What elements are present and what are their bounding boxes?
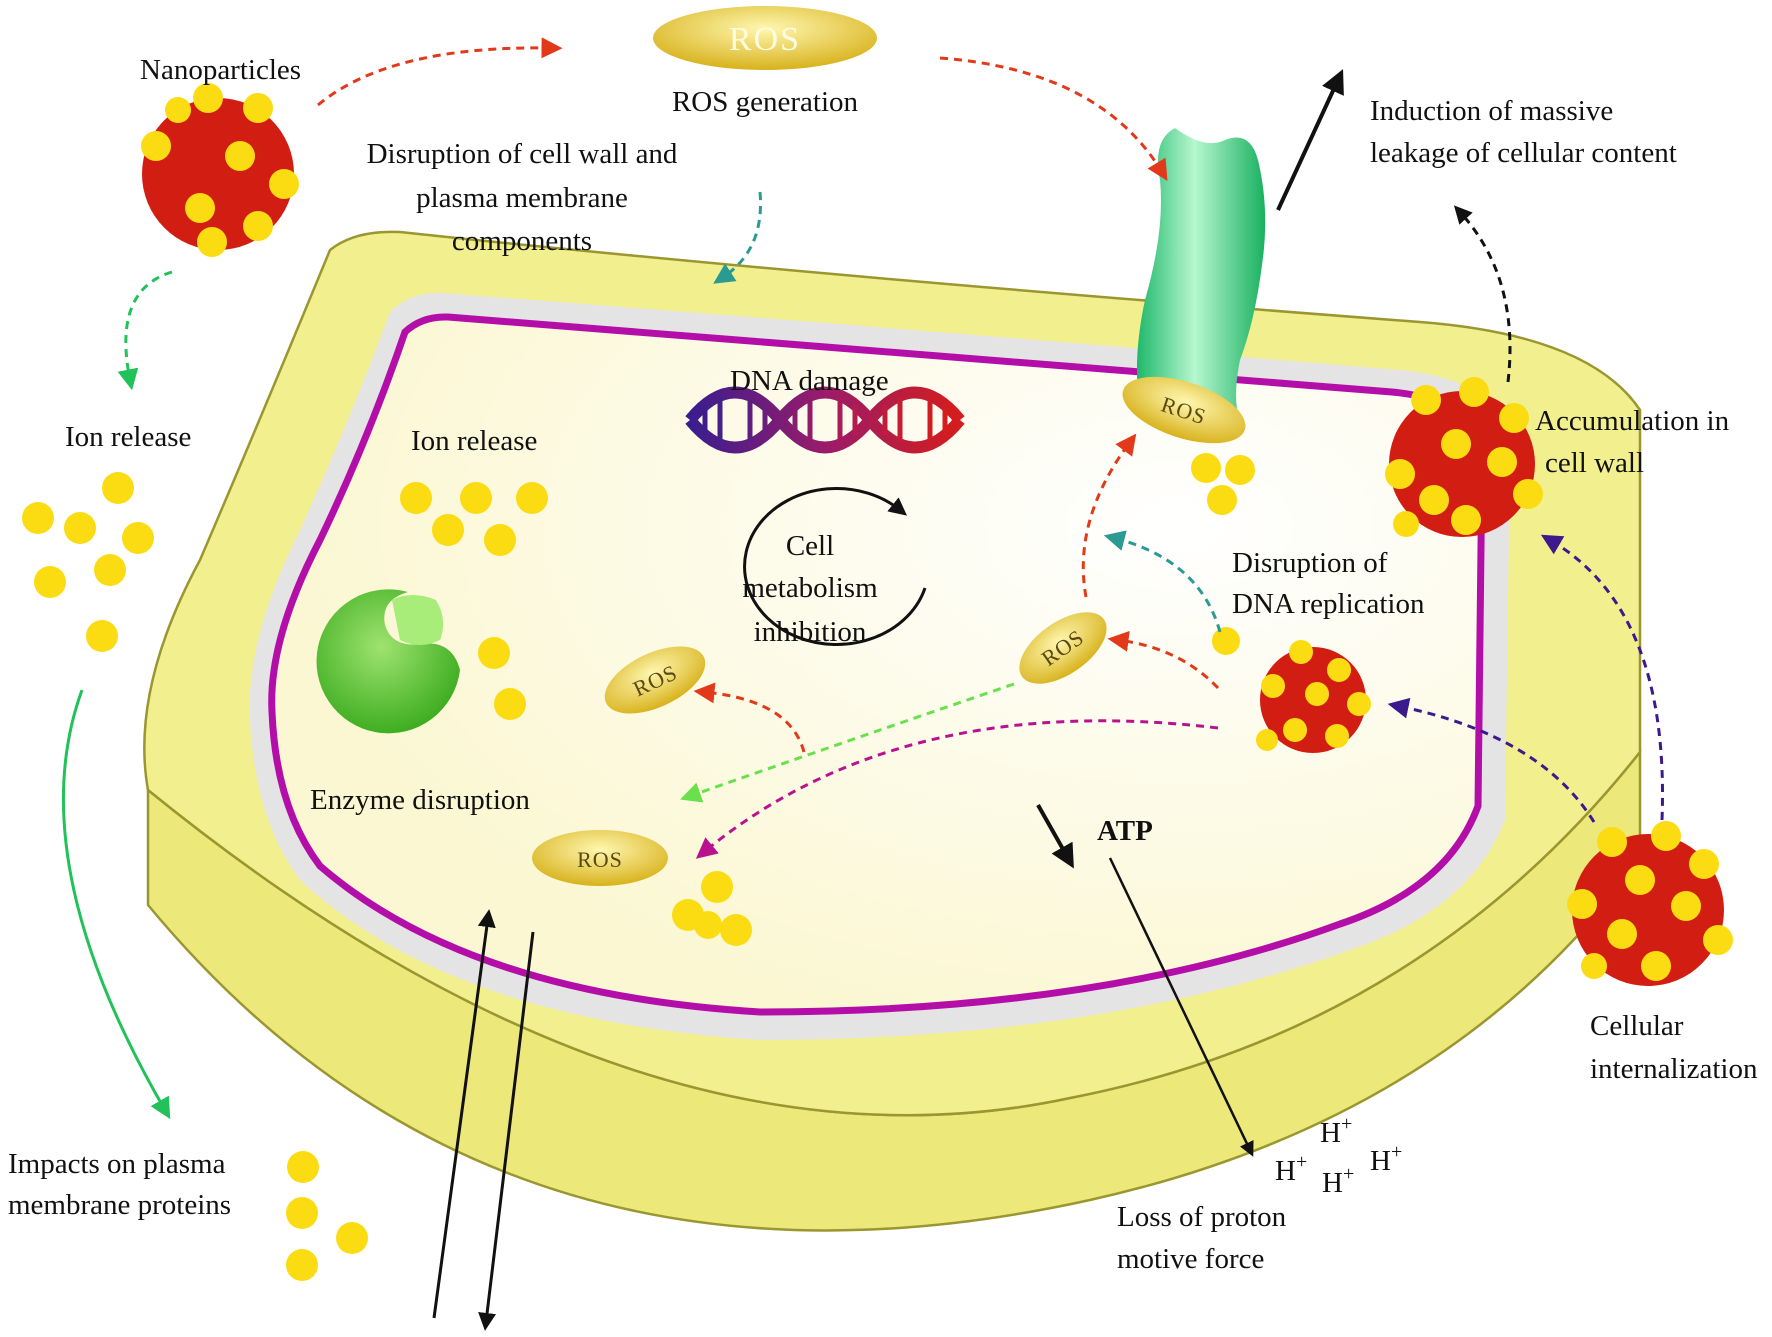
label-induction-1: Induction of massive bbox=[1370, 95, 1613, 127]
label-dna-replication-2: DNA replication bbox=[1232, 588, 1425, 620]
arrow-atp-to-proton bbox=[1108, 857, 1254, 1157]
leakage-arrow bbox=[1276, 69, 1344, 211]
label-disruption-wall-1: Disruption of cell wall and bbox=[367, 138, 678, 170]
label-nanoparticles: Nanoparticles bbox=[140, 54, 301, 86]
membrane-channel: ROS bbox=[1122, 69, 1344, 444]
label-loss-pmf-1: Loss of proton bbox=[1117, 1201, 1287, 1233]
ion-dots-channel bbox=[1191, 453, 1255, 515]
ion-dots-impacts bbox=[286, 1151, 368, 1281]
label-disruption-wall-2: plasma membrane bbox=[416, 182, 628, 214]
proton-4: H+ bbox=[1370, 1141, 1402, 1177]
arrow-membrane-up bbox=[432, 909, 496, 1319]
ion-dots-outer-left bbox=[22, 472, 154, 652]
label-induction-2: leakage of cellular content bbox=[1370, 137, 1677, 169]
metabolism-cycle-arrow bbox=[743, 487, 927, 646]
label-ion-release-inner: Ion release bbox=[411, 425, 537, 457]
arrow-ion-to-impacts bbox=[62, 689, 171, 1120]
proton-2: H+ bbox=[1275, 1151, 1307, 1187]
nanoparticle-top-left bbox=[141, 83, 299, 257]
top-ros-label: ROS bbox=[729, 21, 801, 58]
label-ion-release-outer: Ion release bbox=[65, 421, 191, 453]
cell-body bbox=[143, 230, 1642, 1232]
arrow-to-enzyme-lime bbox=[680, 682, 1015, 803]
label-cellular-internalization-2: internalization bbox=[1590, 1053, 1758, 1085]
arrow-to-bottom-ros-magenta bbox=[695, 719, 1219, 859]
enzyme-icon bbox=[316, 589, 460, 734]
label-ros-generation: ROS generation bbox=[672, 86, 859, 118]
dna-icon bbox=[685, 386, 965, 454]
enzyme-body bbox=[316, 589, 460, 734]
arrow-ros-to-channel bbox=[939, 56, 1168, 181]
label-accumulation-2: cell wall bbox=[1545, 447, 1644, 479]
arrow-atp-down bbox=[1036, 804, 1074, 869]
label-dna-replication-1: Disruption of bbox=[1232, 547, 1388, 579]
top-ros-ellipse bbox=[653, 6, 877, 70]
label-disruption-wall-3: components bbox=[452, 225, 592, 257]
arrow-nano-to-ros bbox=[317, 37, 563, 107]
channel-ros-ellipse bbox=[1122, 376, 1246, 444]
arrow-intern-to-wall bbox=[1540, 534, 1664, 821]
right-ros-ellipse bbox=[1019, 612, 1107, 684]
label-impacts-2: membrane proteins bbox=[8, 1189, 231, 1221]
proton-3: H+ bbox=[1322, 1163, 1354, 1199]
nanoparticle-bottom-right bbox=[1567, 821, 1733, 986]
dna-strand-a bbox=[685, 386, 965, 454]
bottom-ros-ellipse bbox=[532, 830, 668, 886]
ion-dots-inner bbox=[400, 482, 548, 556]
arrow-internal-to-right-ros bbox=[1107, 630, 1220, 690]
bottom-ros-label: ROS bbox=[577, 847, 623, 872]
ion-dots-bottom bbox=[672, 871, 752, 946]
ion-dot-replication bbox=[1212, 627, 1240, 655]
label-enzyme-disruption: Enzyme disruption bbox=[310, 784, 530, 816]
label-cellular-internalization-1: Cellular bbox=[1590, 1010, 1684, 1042]
proton-symbols: H+ H+ H+ H+ bbox=[1275, 1113, 1402, 1199]
arrow-nano-to-ion bbox=[117, 270, 173, 391]
proton-1: H+ bbox=[1320, 1113, 1352, 1149]
ion-dots-enzyme bbox=[478, 637, 526, 720]
label-dna-damage: DNA damage bbox=[730, 365, 889, 397]
arrow-intern-to-internal bbox=[1387, 697, 1596, 823]
label-atp: ATP bbox=[1097, 815, 1153, 847]
label-loss-pmf-2: motive force bbox=[1117, 1243, 1264, 1275]
label-accumulation-1: Accumulation in bbox=[1535, 405, 1730, 437]
middle-ros-ellipse bbox=[604, 646, 706, 714]
channel-body bbox=[1136, 128, 1266, 420]
arrow-membrane-down bbox=[478, 931, 535, 1331]
arrow-dna-replication-teal bbox=[1103, 530, 1222, 633]
arrow-right-ros-to-channel bbox=[1081, 433, 1137, 598]
nanoparticle-cell-wall bbox=[1385, 377, 1543, 537]
dna-strand-b bbox=[685, 386, 965, 454]
label-cell-metabolism-2: metabolism bbox=[742, 572, 878, 604]
dna-rungs bbox=[702, 398, 948, 442]
enzyme-pocket bbox=[392, 595, 444, 645]
arrow-wall-disruption bbox=[713, 191, 763, 284]
label-cell-metabolism-3: inhibition bbox=[754, 616, 867, 648]
label-cell-metabolism-1: Cell bbox=[786, 530, 834, 562]
arrow-accum-to-leakage bbox=[1453, 205, 1512, 383]
nanoparticle-internal bbox=[1256, 640, 1371, 753]
label-impacts-1: Impacts on plasma bbox=[8, 1148, 226, 1180]
